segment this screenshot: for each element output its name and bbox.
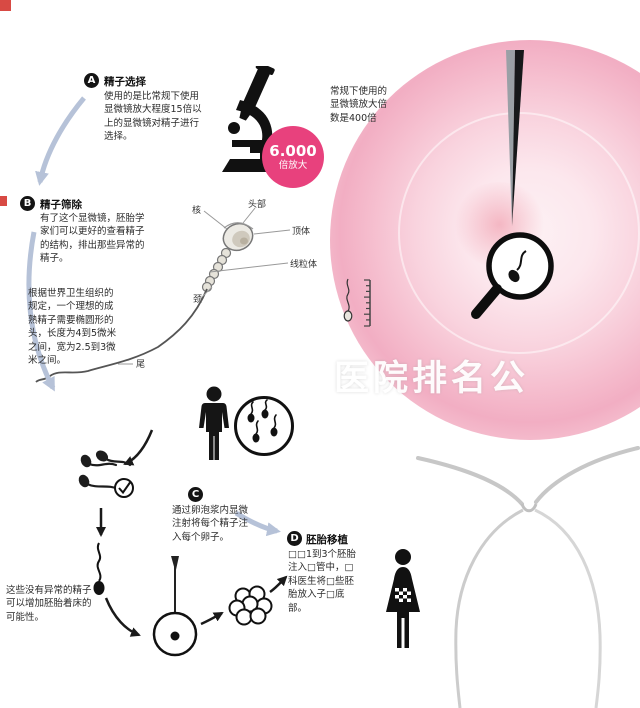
arrow-a-to-b	[35, 96, 86, 186]
label-head: 头部	[248, 200, 267, 210]
arrow-b-down	[26, 231, 56, 392]
morula-icon	[228, 585, 273, 626]
step-a-title: 精子选择	[104, 76, 146, 88]
uterus-graphic	[416, 446, 640, 708]
magnification-unit: 倍放大	[278, 159, 308, 171]
step-d-badge: D	[287, 531, 302, 546]
step-c-body: 通过卵泡浆内显微注射将每个精子注入每个卵子。	[172, 505, 249, 543]
arrow-c-to-d	[234, 510, 281, 537]
arrow-morula-to-d	[269, 575, 288, 594]
label-acrosome: 顶体	[292, 227, 311, 237]
step-b-title: 精子筛除	[40, 199, 82, 211]
step-d-body: □□1到3个胚胎注入□管中，□科医生将□些胚胎放入子□底部。	[288, 549, 357, 614]
step-b-body1: 有了这个显微镜，胚胎学家们可以更好的查看精子的结构，排出那些异常的精子。	[40, 213, 145, 265]
bottom-note: 这些没有异常的精子可以增加胚胎着床的可能性。	[6, 585, 92, 623]
sperm-down-icon	[93, 542, 105, 595]
magnifier-sperm-icon	[471, 232, 554, 319]
step-b-badge: B	[20, 196, 35, 211]
label-neck: 颈	[193, 295, 203, 305]
watermark-text: 医院排名公	[334, 359, 530, 399]
egg-injection-icon	[152, 556, 198, 657]
step-d-title: 胚胎移植	[306, 534, 348, 546]
connector-acrosome	[253, 229, 291, 235]
man-icon	[199, 386, 229, 460]
connector-head	[242, 207, 256, 224]
label-nucleus: 核	[192, 206, 202, 216]
arrow-egg-to-morula	[200, 611, 224, 626]
microscope-note: 常规下使用的显微镜放大倍数是400倍	[330, 86, 388, 124]
connector-mitochondria	[209, 262, 289, 273]
label-tail: 尾	[136, 360, 146, 370]
checkmark-icon	[118, 481, 131, 495]
woman-icon	[386, 549, 420, 648]
step-a-body: 使用的是比常规下使用显微镜放大程度15倍以上的显微镜对精子进行选择。	[104, 91, 202, 143]
magnification-value: 6.000	[269, 142, 317, 161]
needle-icon	[506, 50, 524, 226]
petri-dish-icon	[234, 396, 294, 456]
connector-neck	[202, 286, 213, 297]
connector-nucleus	[203, 210, 228, 230]
magnification-badge: 6.000 倍放大	[262, 126, 324, 188]
corner-mark-left	[0, 196, 7, 206]
sperm-cluster-icon	[78, 450, 134, 498]
arrow-sperm-to-egg	[104, 597, 141, 637]
ruler-icon	[343, 278, 371, 327]
step-c-badge: C	[188, 487, 203, 502]
step-b-body2: 根据世界卫生组织的规定，一个理想的成熟精子需要椭圆形的头，长度为4到5微米之间，…	[28, 288, 117, 367]
label-mitochondria: 线粒体	[290, 260, 318, 270]
corner-mark	[0, 0, 11, 11]
step-a-badge: A	[84, 73, 99, 88]
